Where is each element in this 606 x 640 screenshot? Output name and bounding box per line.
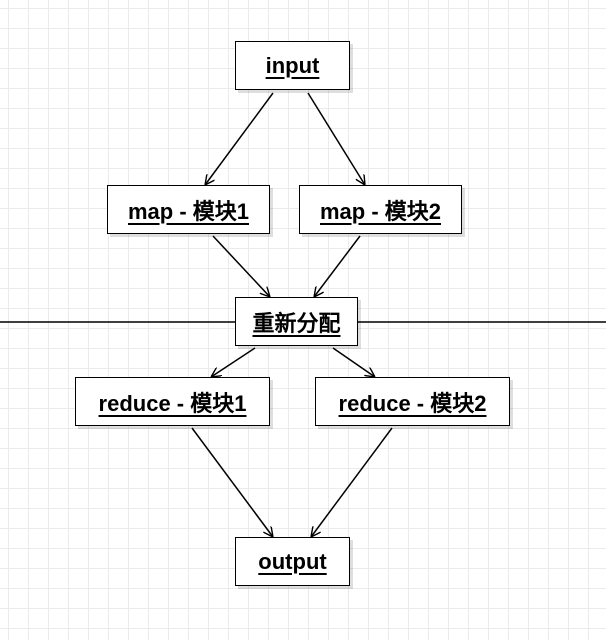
arrow-input-to-map1 — [205, 92, 274, 185]
arrow-shuffle-to-reduce2 — [332, 347, 375, 377]
reduce-module2-node[interactable]: reduce - 模块2 — [315, 377, 510, 426]
input-node[interactable]: input — [235, 41, 350, 90]
map-module2-label: map - 模块2 — [319, 198, 442, 224]
arrow-shuffle-to-reduce1 — [211, 347, 256, 377]
reduce-module1-node[interactable]: reduce - 模块1 — [75, 377, 270, 426]
arrow-map2-to-shuffle — [314, 235, 361, 297]
arrow-map1-to-shuffle — [212, 235, 270, 297]
reduce-module2-label: reduce - 模块2 — [338, 390, 487, 416]
arrow-input-to-map2 — [307, 92, 365, 185]
reduce-module1-label: reduce - 模块1 — [98, 390, 247, 416]
map-module1-node[interactable]: map - 模块1 — [107, 185, 270, 234]
map-module2-node[interactable]: map - 模块2 — [299, 185, 462, 234]
arrow-reduce2-to-output — [311, 427, 393, 537]
output-label: output — [258, 548, 327, 574]
shuffle-node[interactable]: 重新分配 — [235, 297, 358, 346]
output-node[interactable]: output — [235, 537, 350, 586]
arrow-reduce1-to-output — [191, 427, 273, 537]
input-label: input — [265, 52, 320, 78]
edges-group — [191, 92, 393, 537]
map-module1-label: map - 模块1 — [127, 198, 250, 224]
shuffle-label: 重新分配 — [252, 310, 341, 336]
